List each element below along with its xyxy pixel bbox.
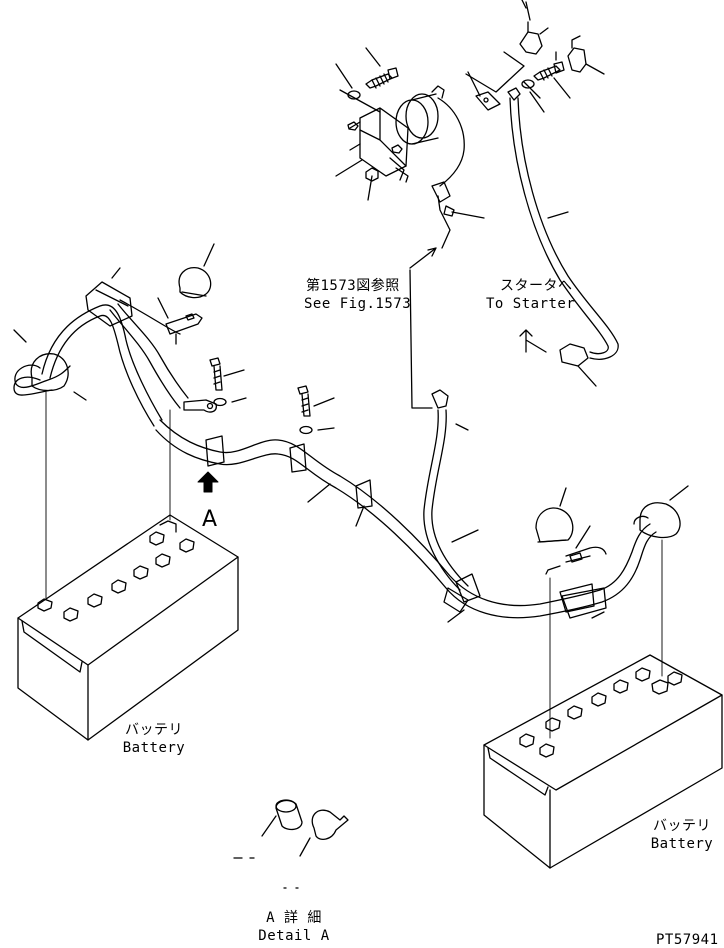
relay-connector (431, 181, 451, 249)
harness-clip-2 (289, 443, 307, 473)
right-ground-lug (545, 525, 607, 575)
leader-lines-relay (335, 47, 485, 219)
top-right-terminal-covers (519, 21, 587, 73)
fig-reference-en: See Fig.1573 (304, 296, 412, 312)
figure-code: PT57941 (656, 932, 719, 948)
detail-label-en: Detail A (258, 928, 330, 944)
left-bolt (209, 357, 245, 391)
left-battery-cables (13, 243, 217, 427)
left-battery-label-jp: バッテリ (125, 722, 183, 738)
fig-reference-jp: 第1573図参照 (306, 278, 400, 294)
bracket-plate (475, 91, 501, 111)
battery-relay (347, 85, 445, 183)
starter-arrow (519, 329, 547, 353)
spare-terminal-cap (535, 487, 574, 543)
relay-nut (365, 167, 379, 182)
left-band-clamp (85, 281, 133, 327)
starter-cable (507, 87, 619, 387)
left-terminal-cover (30, 353, 69, 392)
right-battery (483, 654, 723, 869)
left-battery-label-en: Battery (122, 740, 186, 756)
detail-clip (311, 809, 349, 841)
alignment-lines (45, 391, 663, 739)
view-marker: A (202, 507, 218, 532)
top-right-washer (521, 79, 535, 89)
leader-lines-harness (307, 483, 605, 623)
right-battery-label-jp: バッテリ (653, 818, 711, 834)
top-right-bolt (533, 61, 565, 81)
left-rubber-cap (178, 267, 212, 299)
harness-clip-5 (559, 583, 595, 613)
starter-label-jp: スタータへ (500, 278, 573, 294)
detail-a-parts (233, 799, 349, 889)
fig-reference-arrow (409, 247, 437, 269)
detail-label-jp: A 詳 細 (266, 910, 322, 926)
detail-grommet (275, 799, 303, 831)
left-washer (213, 397, 227, 407)
relay-lead-wire (437, 97, 465, 187)
middle-bolt (297, 385, 335, 417)
left-battery-terminals (37, 520, 195, 622)
right-terminal-cover (633, 485, 689, 539)
harness-clip-3 (355, 479, 373, 509)
main-harness (155, 419, 657, 623)
view-arrow (197, 471, 219, 493)
leader-lines-top-right (467, 1, 605, 113)
relay-bolt (365, 67, 399, 89)
harness-clip-1 (205, 435, 225, 467)
right-battery-label-en: Battery (650, 836, 714, 852)
right-battery-terminals (519, 667, 683, 758)
middle-washer (299, 425, 313, 435)
starter-label-en: To Starter (486, 296, 576, 312)
cable-relay-to-harness (423, 389, 469, 591)
left-battery (17, 514, 239, 741)
harness-clip-4 (455, 573, 481, 603)
